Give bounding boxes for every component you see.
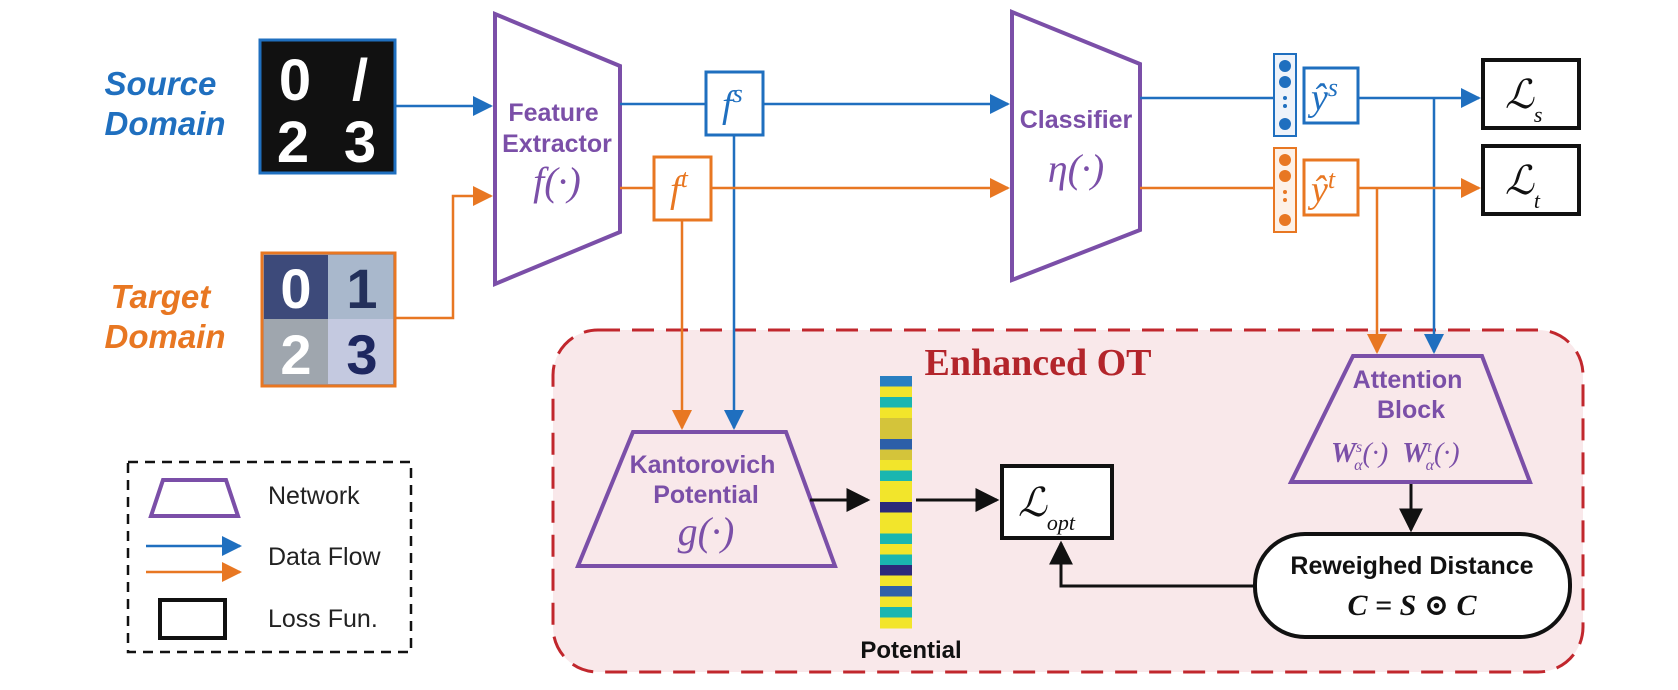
source-domain-label: Source Domain (104, 65, 225, 142)
potential-stripe (880, 428, 912, 440)
potential-stripe (880, 470, 912, 482)
potential-stripe (880, 502, 912, 513)
potential-stripe (880, 418, 912, 429)
potential-stripe (880, 407, 912, 419)
source-digits-image: 0 / 2 3 (258, 38, 397, 175)
legend-loss-label: Loss Fun. (268, 605, 378, 633)
source-prediction-box (1302, 66, 1360, 125)
kantorovich-network (575, 430, 838, 568)
potential-stripe (880, 523, 912, 534)
feature-extractor-math: f(·) (533, 159, 581, 204)
classifier-label: Classifier (1020, 106, 1133, 134)
opt-loss-label: ℒopt (1018, 480, 1076, 535)
potential-stripe (880, 481, 912, 492)
potential-stripe (880, 449, 912, 461)
target-digit-2: 2 (280, 323, 311, 386)
arrow-distance-to-lopt (1049, 540, 1255, 588)
classifier-network (1010, 9, 1142, 283)
legend-loss-swatch (158, 598, 227, 640)
reweighed-distance-math: C = S ⊙ C (1348, 589, 1478, 622)
source-digit-0: 0 (279, 48, 311, 113)
legend-network-label: Network (268, 482, 360, 510)
target-loss-box (1481, 144, 1581, 216)
target-digit-1: 1 (346, 257, 377, 320)
target-digits-image: 0 1 2 3 (260, 251, 397, 388)
potential-stripe (880, 586, 912, 597)
potential-stripe (880, 596, 912, 608)
reweighed-distance-title: Reweighed Distance (1290, 552, 1533, 580)
target-digit-3: 3 (346, 323, 377, 386)
potential-stripe (880, 397, 912, 408)
kantorovich-math: g(·) (678, 509, 735, 554)
feature-extractor-label: Feature Extractor (502, 99, 612, 158)
potential-stripe (880, 491, 912, 503)
source-digit-1: / (352, 48, 368, 113)
potential-label: Potential (860, 637, 961, 664)
source-prediction-label: ŷs (1307, 73, 1338, 119)
potential-stripe (880, 554, 912, 566)
attention-label: Attention Block (1353, 366, 1470, 424)
potential-stripe (880, 439, 912, 450)
legend-data-flow-label: Data Flow (268, 543, 381, 571)
source-digit-3: 3 (344, 110, 376, 175)
target-prediction-label: ŷt (1307, 165, 1336, 211)
arrow-target-to-extractor (395, 186, 493, 320)
potential-stripe (880, 386, 912, 398)
source-loss-label: ℒs (1505, 72, 1542, 127)
potential-stripe (880, 565, 912, 576)
potential-stripe (880, 460, 912, 471)
potential-stripe (880, 512, 912, 524)
enhanced-ot-title: Enhanced OT (924, 342, 1151, 384)
attention-network (1287, 354, 1533, 484)
potential-bar (880, 376, 912, 629)
kantorovich-label: Kantorovich Potential (630, 451, 783, 509)
opt-loss-box (1000, 464, 1114, 540)
legend-network-swatch (148, 478, 241, 518)
source-loss-box (1481, 58, 1581, 130)
feature-extractor-network (493, 11, 622, 287)
potential-stripe (880, 575, 912, 587)
potential-stripe (880, 607, 912, 618)
classifier-math: η(·) (1048, 146, 1104, 191)
potential-stripe (880, 544, 912, 555)
potential-stripe (880, 617, 912, 629)
target-loss-label: ℒt (1505, 158, 1541, 213)
potential-stripe (880, 533, 912, 545)
target-prediction-vector (1273, 147, 1297, 233)
source-digit-2: 2 (277, 110, 309, 175)
potential-stripe (880, 376, 912, 387)
target-domain-label: Target Domain (104, 278, 225, 355)
target-digit-0: 0 (280, 257, 311, 320)
source-prediction-vector (1273, 53, 1297, 137)
